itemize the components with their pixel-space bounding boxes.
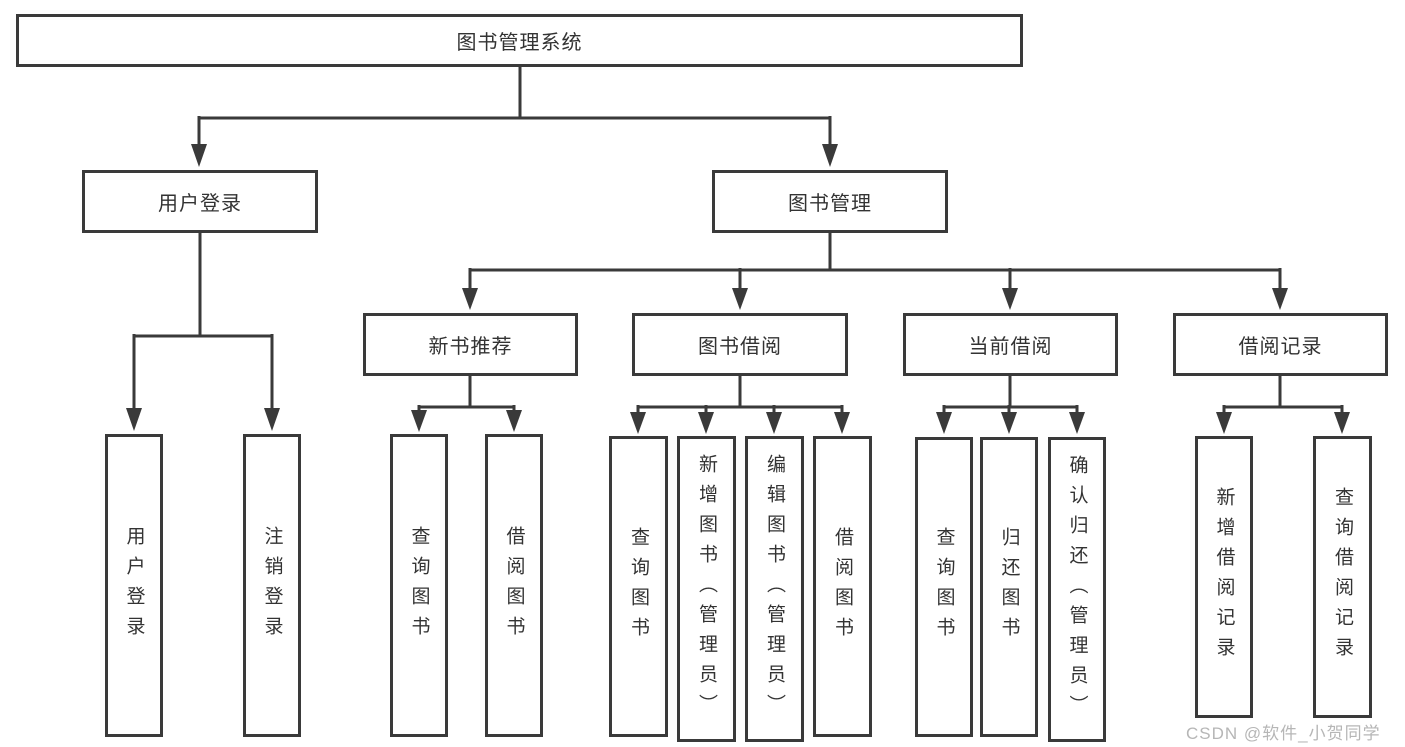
leaf-add-borrow-record: 新增借阅记录: [1195, 436, 1253, 718]
leaf-add-book-admin: 新增图书（管理员）: [677, 436, 736, 742]
arrowheads: [126, 144, 1350, 434]
node-current-borrow: 当前借阅: [903, 313, 1118, 376]
leaf-user-login: 用户登录: [105, 434, 163, 737]
leaf-logout: 注销登录: [243, 434, 301, 737]
connector-strokes: [132, 66, 1344, 413]
leaf-confirm-return-admin: 确认归还（管理员）: [1048, 437, 1106, 742]
leaf-edit-book-admin: 编辑图书（管理员）: [745, 436, 804, 742]
leaf-return-book: 归还图书: [980, 437, 1038, 737]
root-node: 图书管理系统: [16, 14, 1023, 67]
node-book-borrow: 图书借阅: [632, 313, 848, 376]
leaf-query-books-current: 查询图书: [915, 437, 973, 737]
node-user-login: 用户登录: [82, 170, 318, 233]
leaf-borrow-books-recommend: 借阅图书: [485, 434, 543, 737]
csdn-watermark: CSDN @软件_小贺同学: [1186, 724, 1381, 743]
leaf-query-books-borrow: 查询图书: [609, 436, 668, 737]
leaf-query-borrow-record: 查询借阅记录: [1313, 436, 1372, 718]
leaf-query-books-recommend: 查询图书: [390, 434, 448, 737]
node-new-book-recommend: 新书推荐: [363, 313, 578, 376]
leaf-borrow-books: 借阅图书: [813, 436, 872, 737]
node-borrow-records: 借阅记录: [1173, 313, 1388, 376]
node-book-management: 图书管理: [712, 170, 948, 233]
